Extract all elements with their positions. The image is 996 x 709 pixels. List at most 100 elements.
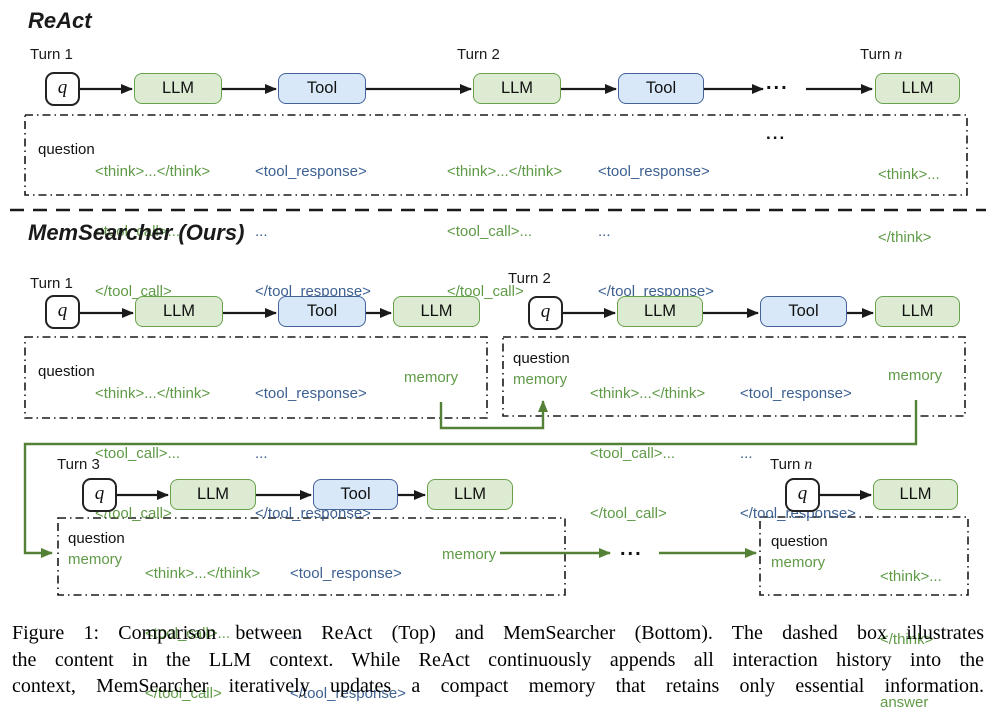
context-line: answer [880, 694, 929, 709]
mem2-llm-node-out: LLM [875, 296, 960, 327]
mem2-query-node: q [528, 296, 563, 330]
caption-line: context, MemSearcher iteratively updates… [12, 675, 984, 697]
memory-arrow-turn1-to-turn2 [439, 400, 548, 430]
context-line: <tool_call>... [447, 223, 533, 240]
context-line: </tool_call> [95, 283, 172, 300]
mem-turn2-label: Turn 2 [508, 270, 551, 287]
mem3-query-node: q [82, 478, 117, 512]
mem1-llm-node-out: LLM [393, 296, 480, 327]
context-line: </tool_call> [447, 283, 524, 300]
context-line: <think>...</think> [95, 385, 211, 402]
memN-llm-node: LLM [873, 479, 958, 510]
memsearcher-title: MemSearcher (Ours) [28, 220, 245, 245]
mem-turn1-label: Turn 1 [30, 275, 73, 292]
mem2-ctx-memory-in: memory [513, 371, 568, 388]
mem-turn3-context-box [57, 517, 566, 596]
context-line: <tool_response> [255, 163, 367, 180]
react-tool-node-2: Tool [618, 73, 704, 104]
context-line: </tool_call> [590, 505, 667, 522]
mem-turnN-context-box [759, 516, 969, 596]
mem-turn2-context-box [502, 336, 966, 417]
mem3-llm-node-out: LLM [427, 479, 513, 510]
mem2-ctx-memory-out: memory [888, 367, 943, 384]
react-llm-node-1: LLM [134, 73, 222, 104]
mem1-ctx-question: question [38, 363, 95, 380]
caption-line: Figure 1: Comparison between ReAct (Top)… [12, 622, 984, 644]
mem1-llm-node-in: LLM [135, 296, 223, 327]
mem3-ctx-memory-out: memory [442, 546, 497, 563]
mem2-llm-node-in: LLM [617, 296, 703, 327]
memN-ctx-memory-in: memory [771, 554, 826, 571]
turn-n-variable: n [804, 456, 813, 473]
react-ctx-tool-output-1: <tool_response> ... </tool_response> [255, 122, 371, 342]
context-line: <tool_call>... [95, 445, 181, 462]
context-line: </tool_response> [290, 685, 406, 702]
context-line: <tool_call>... [590, 445, 676, 462]
mem3-tool-node: Tool [313, 479, 398, 510]
context-line: <tool_response> [290, 565, 402, 582]
mem3-ctx-tool-output: <tool_response> ... </tool_response> [290, 524, 406, 709]
mem1-tool-node: Tool [278, 296, 366, 327]
memN-query-node: q [785, 478, 820, 512]
caption-line: the content in the LLM context. While Re… [12, 648, 984, 671]
react-ctx-ellipsis: ... [766, 124, 787, 143]
context-line: </tool_response> [598, 283, 714, 300]
context-line: <think>...</think> [95, 163, 211, 180]
context-line: ... [598, 223, 611, 240]
context-line: <think>... [880, 568, 942, 585]
mem-flow-ellipsis: ... [620, 538, 643, 560]
context-line: ... [740, 445, 753, 462]
mem3-llm-node-in: LLM [170, 479, 256, 510]
context-line: </tool_response> [740, 505, 856, 522]
react-flow-ellipsis: ... [766, 72, 789, 94]
react-ctx-llm-output-1: <think>...</think> <tool_call>... </tool… [95, 122, 210, 342]
context-line: ... [255, 223, 268, 240]
context-line: <think>... [878, 166, 940, 183]
context-line: ... [255, 445, 268, 462]
context-line: </tool_response> [255, 283, 371, 300]
mem3-ctx-memory-in: memory [68, 551, 123, 568]
turn-n-variable: n [894, 46, 903, 63]
mem2-ctx-question: question [513, 350, 570, 367]
react-query-node: q [45, 72, 80, 106]
memN-ctx-final-output: <think>... </think> answer [880, 524, 942, 709]
react-ctx-question: question [38, 141, 95, 158]
mem2-ctx-llm-output: <think>...</think> <tool_call>... </tool… [590, 344, 705, 564]
context-line: ... [290, 625, 303, 642]
context-line: <tool_call>... [95, 223, 181, 240]
mem1-ctx-memory-out: memory [404, 369, 459, 386]
mem2-ctx-tool-output: <tool_response> ... </tool_response> [740, 344, 856, 564]
context-line: <think>...</think> [590, 385, 706, 402]
react-title: ReAct [28, 8, 92, 33]
turn-label-text: Turn [860, 46, 891, 63]
figure-caption: Figure 1: Comparison between ReAct (Top)… [12, 620, 984, 700]
mem1-query-node: q [45, 295, 80, 329]
react-ctx-llm-output-2: <think>...</think> <tool_call>... </tool… [447, 122, 562, 342]
context-line: <tool_response> [255, 385, 367, 402]
react-turn1-label: Turn 1 [30, 46, 73, 63]
mem-turn1-context-box [24, 336, 488, 419]
context-line: <think>...</think> [145, 565, 261, 582]
react-tool-node-1: Tool [278, 73, 366, 104]
react-ctx-tool-output-2: <tool_response> ... </tool_response> [598, 122, 714, 342]
react-llm-node-n: LLM [875, 73, 960, 104]
context-line: <tool_response> [740, 385, 852, 402]
context-line: <tool_call>... [145, 625, 231, 642]
context-line: <tool_response> [598, 163, 710, 180]
react-context-box [24, 114, 968, 196]
memN-ctx-question: question [771, 533, 828, 550]
mem3-ctx-question: question [68, 530, 125, 547]
context-line: </think> [878, 229, 932, 246]
turn-label-text: Turn [770, 456, 801, 473]
mem-turn3-label: Turn 3 [57, 456, 100, 473]
react-llm-node-2: LLM [473, 73, 561, 104]
memory-arrow-turn2-to-turn3 [23, 400, 918, 558]
mem2-tool-node: Tool [760, 296, 847, 327]
context-line: </think> [880, 631, 934, 648]
mem3-ctx-llm-output: <think>...</think> <tool_call>... </tool… [145, 524, 260, 709]
react-turn2-label: Turn 2 [457, 46, 500, 63]
